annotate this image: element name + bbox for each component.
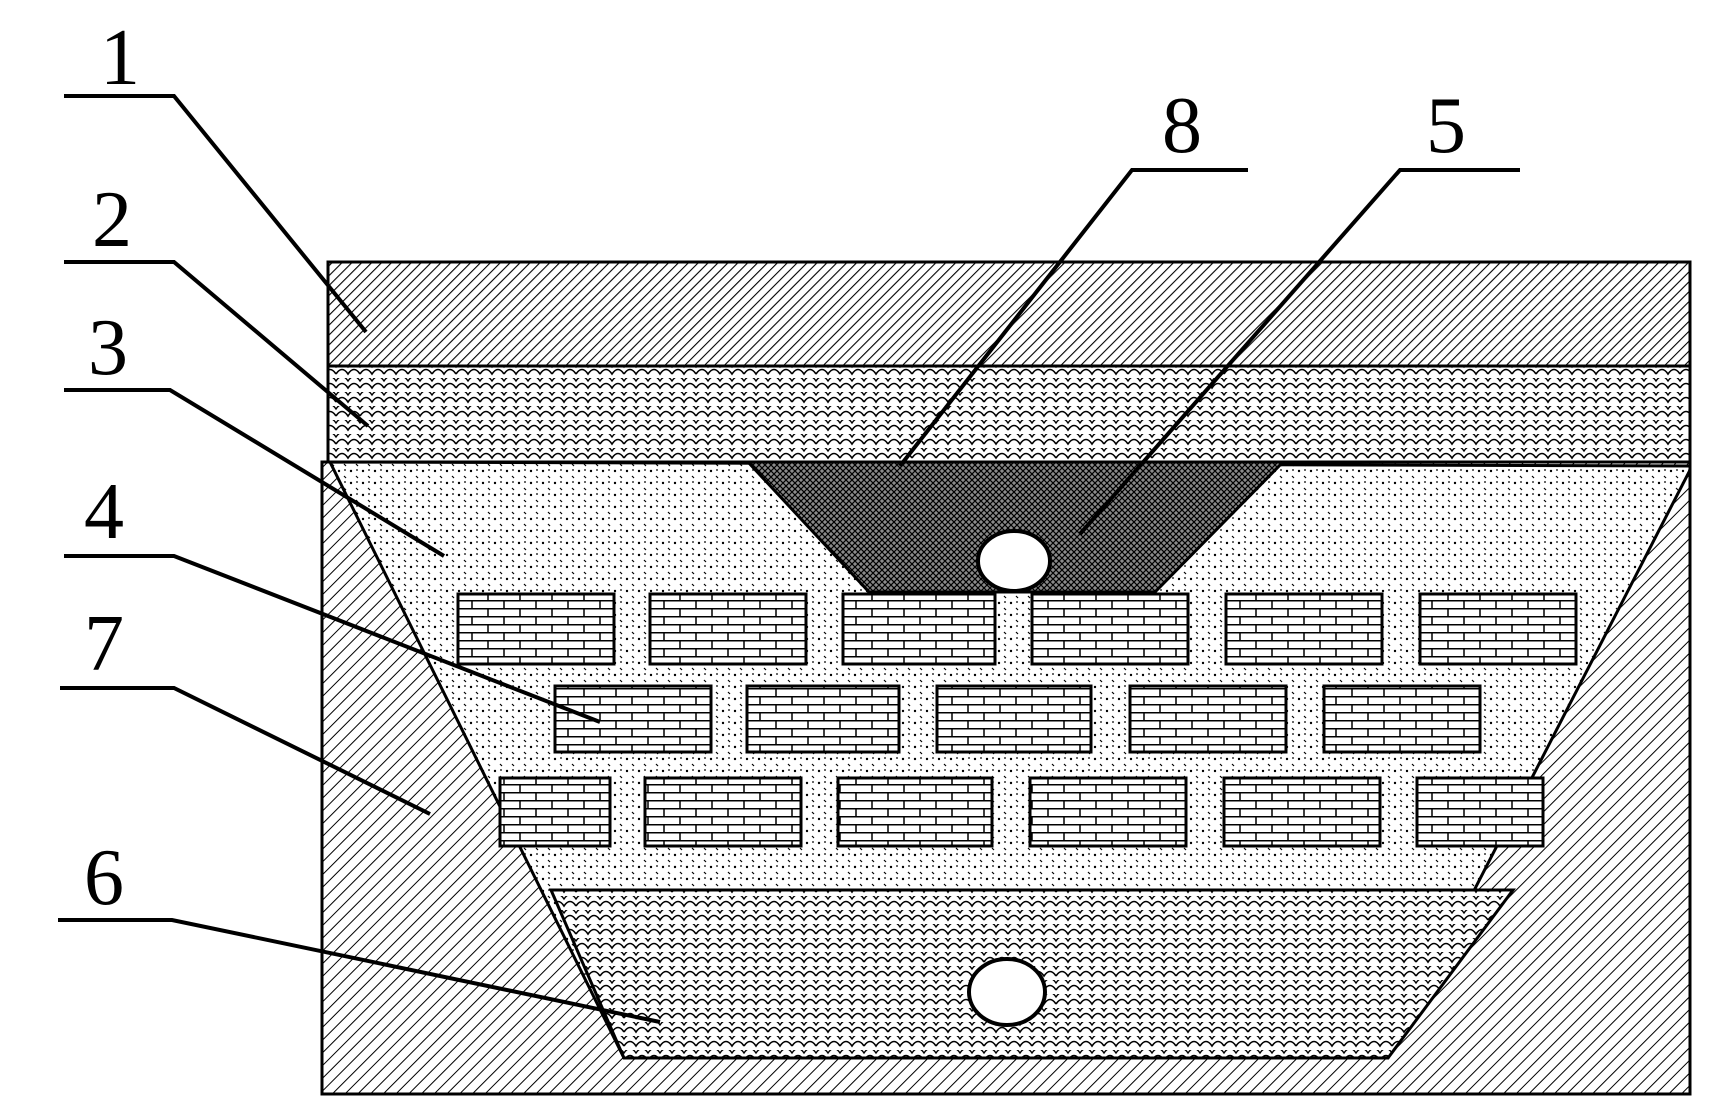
- layer-2-band: [326, 364, 1692, 464]
- leader-5: [1078, 168, 1520, 536]
- leader-2: [64, 260, 370, 428]
- layer-4-blocks: [456, 592, 1578, 848]
- brick-block: [836, 776, 994, 848]
- leader-6: [58, 918, 661, 1024]
- layer-8-trapezoid: [744, 460, 1287, 594]
- callout-label-4: 4: [84, 468, 124, 556]
- brick-block: [648, 592, 808, 666]
- brick-block: [745, 684, 901, 754]
- brick-block: [498, 776, 612, 848]
- callout-label-3: 3: [88, 304, 128, 392]
- brick-block: [1418, 592, 1578, 666]
- brick-block: [1224, 592, 1384, 666]
- layer-1-band: [326, 260, 1692, 368]
- leader-7: [60, 686, 431, 816]
- brick-block: [643, 776, 803, 848]
- top-pipe: [976, 529, 1052, 593]
- callout-leaders: [58, 94, 1520, 1024]
- callout-label-1: 1: [100, 14, 140, 102]
- brick-block: [1030, 592, 1190, 666]
- brick-block: [553, 684, 713, 754]
- brick-block: [1415, 776, 1545, 848]
- leader-1: [64, 94, 368, 334]
- brick-block: [935, 684, 1093, 754]
- brick-block: [1128, 684, 1288, 754]
- brick-block: [456, 592, 616, 666]
- bottom-pipe: [967, 957, 1047, 1027]
- leader-3: [64, 388, 446, 558]
- brick-block: [1222, 776, 1382, 848]
- brick-block: [1322, 684, 1482, 754]
- callout-label-8: 8: [1162, 82, 1202, 170]
- callout-label-6: 6: [84, 834, 124, 922]
- leader-8: [898, 168, 1248, 468]
- callout-label-5: 5: [1426, 82, 1466, 170]
- leader-4: [64, 554, 601, 724]
- brick-block: [1028, 776, 1188, 848]
- brick-block: [841, 592, 997, 666]
- callout-label-7: 7: [84, 600, 124, 688]
- callout-label-2: 2: [92, 176, 132, 264]
